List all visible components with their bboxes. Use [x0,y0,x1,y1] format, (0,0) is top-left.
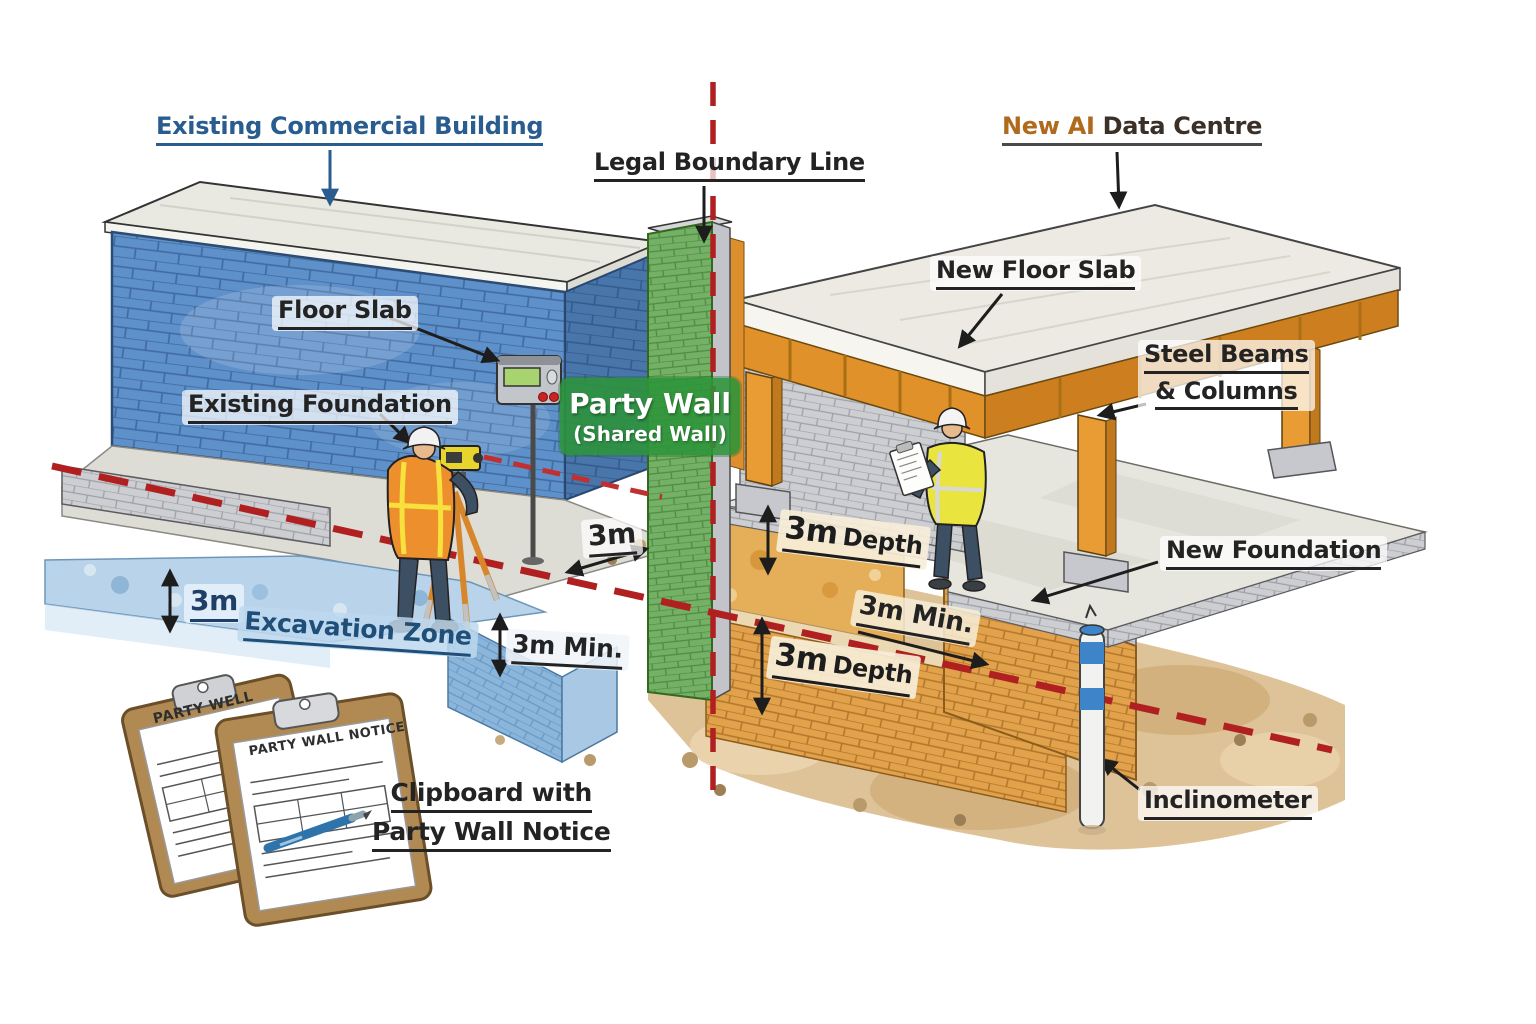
new-datacentre-title-prefix: New AI [1002,112,1095,140]
party-wall-title: Party Wall [569,387,731,420]
laser-line [483,454,663,500]
steel-beams-label: Steel Beams & Columns [1138,340,1315,412]
new-foundation-label: New Foundation [1160,536,1388,571]
boundary-gap-measurement: 3m [580,515,644,560]
inspector-worker [889,407,987,592]
inclinometer-post [1078,603,1106,835]
new-datacentre-title: New AI Data Centre [996,112,1269,147]
floor-slab-label: Floor Slab [272,296,418,331]
new-datacentre-title-suffix: Data Centre [1094,112,1263,140]
monitoring-device [496,355,562,565]
clipboards [121,673,433,927]
inclinometer-label: Inclinometer [1138,786,1318,821]
clipboard-caption: Clipboard with Party Wall Notice [366,778,617,853]
party-wall-subtitle: (Shared Wall) [573,422,727,446]
party-wall [647,215,745,702]
existing-building-title-text: Existing Commercial Building [156,112,544,146]
pen [263,810,372,853]
new-floor-slab-label: New Floor Slab [930,256,1142,291]
excavation-depth-label: 3m [184,584,245,624]
existing-building-title: Existing Commercial Building [150,112,550,147]
existing-foundation-label: Existing Foundation [182,390,458,425]
legal-boundary-label: Legal Boundary Line [588,148,871,183]
excavation-min-depth-label: 3m Min. [505,628,630,671]
party-wall-label: Party Wall (Shared Wall) [560,378,740,455]
surveyor-worker [386,426,500,635]
